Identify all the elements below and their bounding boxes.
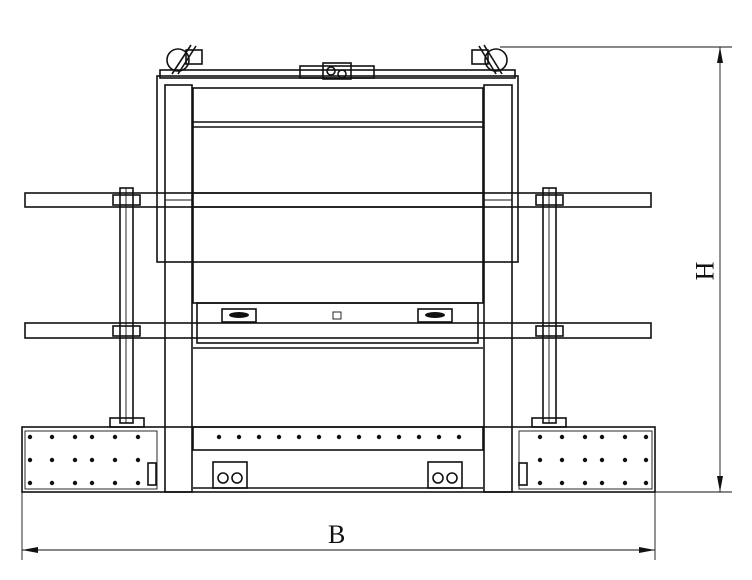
bolt-hole: [89, 434, 95, 440]
width-dimension-label: B: [328, 520, 346, 549]
bolt-holes: [27, 434, 649, 486]
bolt-hole: [599, 434, 605, 440]
dimension-b: [21, 492, 656, 560]
bolt-hole: [135, 434, 141, 440]
bolt-hole: [296, 434, 302, 440]
bolt-hole: [376, 434, 382, 440]
right-lifting-hook: [471, 44, 508, 75]
bolt-hole: [72, 457, 78, 463]
bolt-hole: [643, 480, 649, 486]
bolt-hole: [236, 434, 242, 440]
bolt-hole: [599, 457, 605, 463]
bolt-hole: [559, 457, 565, 463]
right-main-post: [483, 84, 513, 493]
bolt-hole: [336, 434, 342, 440]
bolt-hole: [582, 434, 588, 440]
top-clamp: [299, 62, 375, 80]
bolt-hole: [27, 434, 33, 440]
height-dimension-label: H: [690, 261, 720, 281]
bolt-hole: [112, 434, 118, 440]
base-frame: [21, 426, 656, 493]
bolt-hole: [135, 480, 141, 486]
bolt-hole: [537, 480, 543, 486]
bolt-hole: [599, 480, 605, 486]
bolt-hole: [537, 457, 543, 463]
bolt-hole: [89, 480, 95, 486]
bolt-hole: [49, 480, 55, 486]
bolt-hole: [216, 434, 222, 440]
bolt-hole: [396, 434, 402, 440]
bolt-hole: [135, 457, 141, 463]
bolt-hole: [643, 457, 649, 463]
bolt-hole: [622, 457, 628, 463]
bolt-hole: [582, 457, 588, 463]
bolt-hole: [436, 434, 442, 440]
bolt-hole: [49, 457, 55, 463]
bolt-hole: [622, 434, 628, 440]
bolt-hole: [256, 434, 262, 440]
bolt-hole: [316, 434, 322, 440]
bolt-hole: [622, 480, 628, 486]
bolt-hole: [559, 434, 565, 440]
bolt-hole: [27, 480, 33, 486]
bolt-hole: [112, 457, 118, 463]
left-main-post: [164, 84, 193, 493]
bolt-hole: [27, 457, 33, 463]
outer-frame: [156, 69, 519, 304]
right-support-post: [531, 187, 567, 428]
bolt-hole: [49, 434, 55, 440]
bolt-hole: [72, 480, 78, 486]
bolt-hole: [89, 457, 95, 463]
bolt-hole: [582, 480, 588, 486]
left-lifting-hook: [166, 44, 203, 75]
bolt-hole: [456, 434, 462, 440]
bolt-hole: [356, 434, 362, 440]
bolt-hole: [72, 434, 78, 440]
bolt-hole: [643, 434, 649, 440]
dimension-h: [500, 46, 732, 493]
bolt-hole: [416, 434, 422, 440]
lower-rail: [24, 322, 652, 339]
bolt-hole: [537, 434, 543, 440]
bolt-hole: [112, 480, 118, 486]
left-support-post: [109, 187, 145, 428]
bolt-hole: [559, 480, 565, 486]
middle-panel: [193, 302, 483, 349]
bolt-hole: [276, 434, 282, 440]
